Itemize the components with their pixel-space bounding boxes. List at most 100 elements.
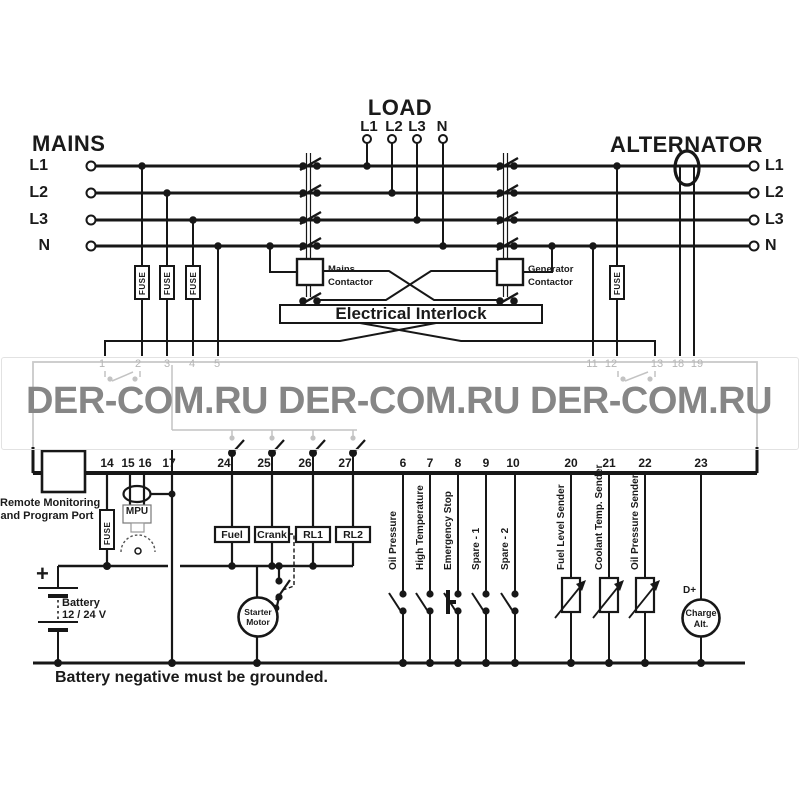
load-l2-label: L2 xyxy=(385,118,403,135)
oil-pressure-sender-label: Oil Pressure Sender xyxy=(630,474,641,570)
input-switches xyxy=(388,473,519,667)
alt-l1-label: L1 xyxy=(765,157,784,174)
load-junction-dots xyxy=(363,162,447,250)
fuse-label-4: FUSE xyxy=(613,271,622,295)
mpu-tip xyxy=(130,522,145,533)
contactor-coil-feeds xyxy=(266,242,556,273)
load-l3-label: L3 xyxy=(408,118,426,135)
mains-l2-label: L2 xyxy=(29,184,48,201)
terminal-27: 27 xyxy=(338,456,352,470)
alt-l3-label: L3 xyxy=(765,211,784,228)
terminal-13: 13 xyxy=(650,358,664,370)
terminal-26: 26 xyxy=(298,456,312,470)
mains-l3-label: L3 xyxy=(29,211,48,228)
remote-port-label-2: and Program Port xyxy=(0,510,94,522)
terminal-15: 15 xyxy=(121,456,135,470)
ground-note: Battery negative must be grounded. xyxy=(55,669,328,686)
output-relay-contacts xyxy=(171,439,366,473)
charge-alternator-circuit xyxy=(681,473,721,667)
battery-symbol xyxy=(38,566,78,667)
fuse-label-3: FUSE xyxy=(189,271,198,295)
terminal-23: 23 xyxy=(694,456,708,470)
mains-contactor-contacts xyxy=(295,153,325,307)
load-l1-label: L1 xyxy=(360,118,378,135)
dplus-label: D+ xyxy=(683,585,697,596)
alt-l2-label: L2 xyxy=(765,184,784,201)
fuel-level-sender-label: Fuel Level Sender xyxy=(556,484,567,570)
battery-fuse-circuit xyxy=(99,473,176,667)
interlock-box xyxy=(279,304,543,324)
terminal-14: 14 xyxy=(100,456,114,470)
terminal-19: 19 xyxy=(690,358,704,370)
terminal-6: 6 xyxy=(399,456,407,470)
terminal-8: 8 xyxy=(454,456,462,470)
remote-port-label-1: Remote Monitoring xyxy=(0,497,101,509)
watermark-band xyxy=(1,357,799,450)
generator-contactor-coil xyxy=(495,257,525,287)
mains-contactor-coil xyxy=(295,257,325,287)
mains-title: MAINS xyxy=(32,131,106,156)
fuel-output-label: Fuel xyxy=(221,529,243,541)
starter-label-1: Starter xyxy=(244,607,272,617)
terminal-4: 4 xyxy=(188,358,196,370)
bus-terminal-circles xyxy=(85,160,760,252)
emergency-stop-input-label: Emergency Stop xyxy=(443,491,454,570)
terminal-22: 22 xyxy=(638,456,652,470)
alt-n-label: N xyxy=(765,237,777,254)
terminal-21: 21 xyxy=(602,456,616,470)
terminal-1: 1 xyxy=(98,358,106,370)
starter-motor-circle xyxy=(237,596,279,638)
starter-motor-circuit xyxy=(237,566,291,667)
fuse-battery xyxy=(99,509,115,550)
battery-name-label: Battery xyxy=(62,597,100,609)
flywheel-center xyxy=(134,547,142,555)
mains-l1-label: L1 xyxy=(29,157,48,174)
coolant-temp-sender-label: Coolant Temp. Sender xyxy=(594,464,605,570)
terminal-2: 2 xyxy=(134,358,142,370)
remote-port-label: Remote Monitoring and Program Port xyxy=(0,497,101,523)
terminal-18: 18 xyxy=(671,358,685,370)
interlock-wiring xyxy=(104,270,656,356)
generator-contactor-label: Generator Contactor xyxy=(528,264,573,289)
load-terminal-circles xyxy=(362,134,448,144)
flywheel-teeth xyxy=(120,534,156,553)
generator-sense-drops xyxy=(589,149,701,356)
generator-contactor-contacts xyxy=(495,153,525,307)
fuse-label-5: FUSE xyxy=(103,521,112,545)
interlock-label: Electrical Interlock xyxy=(335,304,487,323)
generator-contactor-label-2: Contactor xyxy=(528,276,573,288)
fuse-label-1: FUSE xyxy=(138,271,147,295)
emergency-stop-button xyxy=(446,590,456,614)
charge-alt-label: Charge Alt. xyxy=(682,608,720,629)
terminal-11: 11 xyxy=(586,358,598,370)
starter-label-2: Motor xyxy=(246,617,270,627)
mains-contactor-label: Mains Contactor xyxy=(328,264,373,289)
rl2-output-label: RL2 xyxy=(343,529,363,541)
terminal-25: 25 xyxy=(257,456,271,470)
terminal-12: 12 xyxy=(604,358,618,370)
charge-alt-label-1: Charge xyxy=(685,608,717,618)
spare2-input-label: Spare - 2 xyxy=(500,527,511,570)
fuse-mains-l3 xyxy=(185,265,201,300)
mains-contactor-label-2: Contactor xyxy=(328,276,373,288)
charge-alt-circle xyxy=(681,598,721,638)
sender-symbols xyxy=(554,473,660,667)
remote-port-box xyxy=(40,449,87,494)
battery-plus-sign: + xyxy=(36,561,49,586)
mains-n-label: N xyxy=(38,237,50,254)
fuse-mains-l2 xyxy=(159,265,175,300)
terminal-17: 17 xyxy=(162,456,176,470)
high-temperature-input-label: High Temperature xyxy=(415,485,426,570)
terminal-16: 16 xyxy=(138,456,152,470)
generator-contactor-label-1: Generator xyxy=(528,264,574,275)
crank-output-label: Crank xyxy=(257,529,287,541)
terminal-10: 10 xyxy=(506,456,520,470)
oil-pressure-input-label: Oil Pressure xyxy=(388,511,399,570)
alternator-title: ALTERNATOR xyxy=(610,132,763,157)
fuse-mains-l1 xyxy=(134,265,150,300)
load-title: LOAD xyxy=(367,95,433,120)
terminal-9: 9 xyxy=(482,456,490,470)
current-transformer xyxy=(673,149,701,187)
mains-sense-drops xyxy=(134,162,222,356)
